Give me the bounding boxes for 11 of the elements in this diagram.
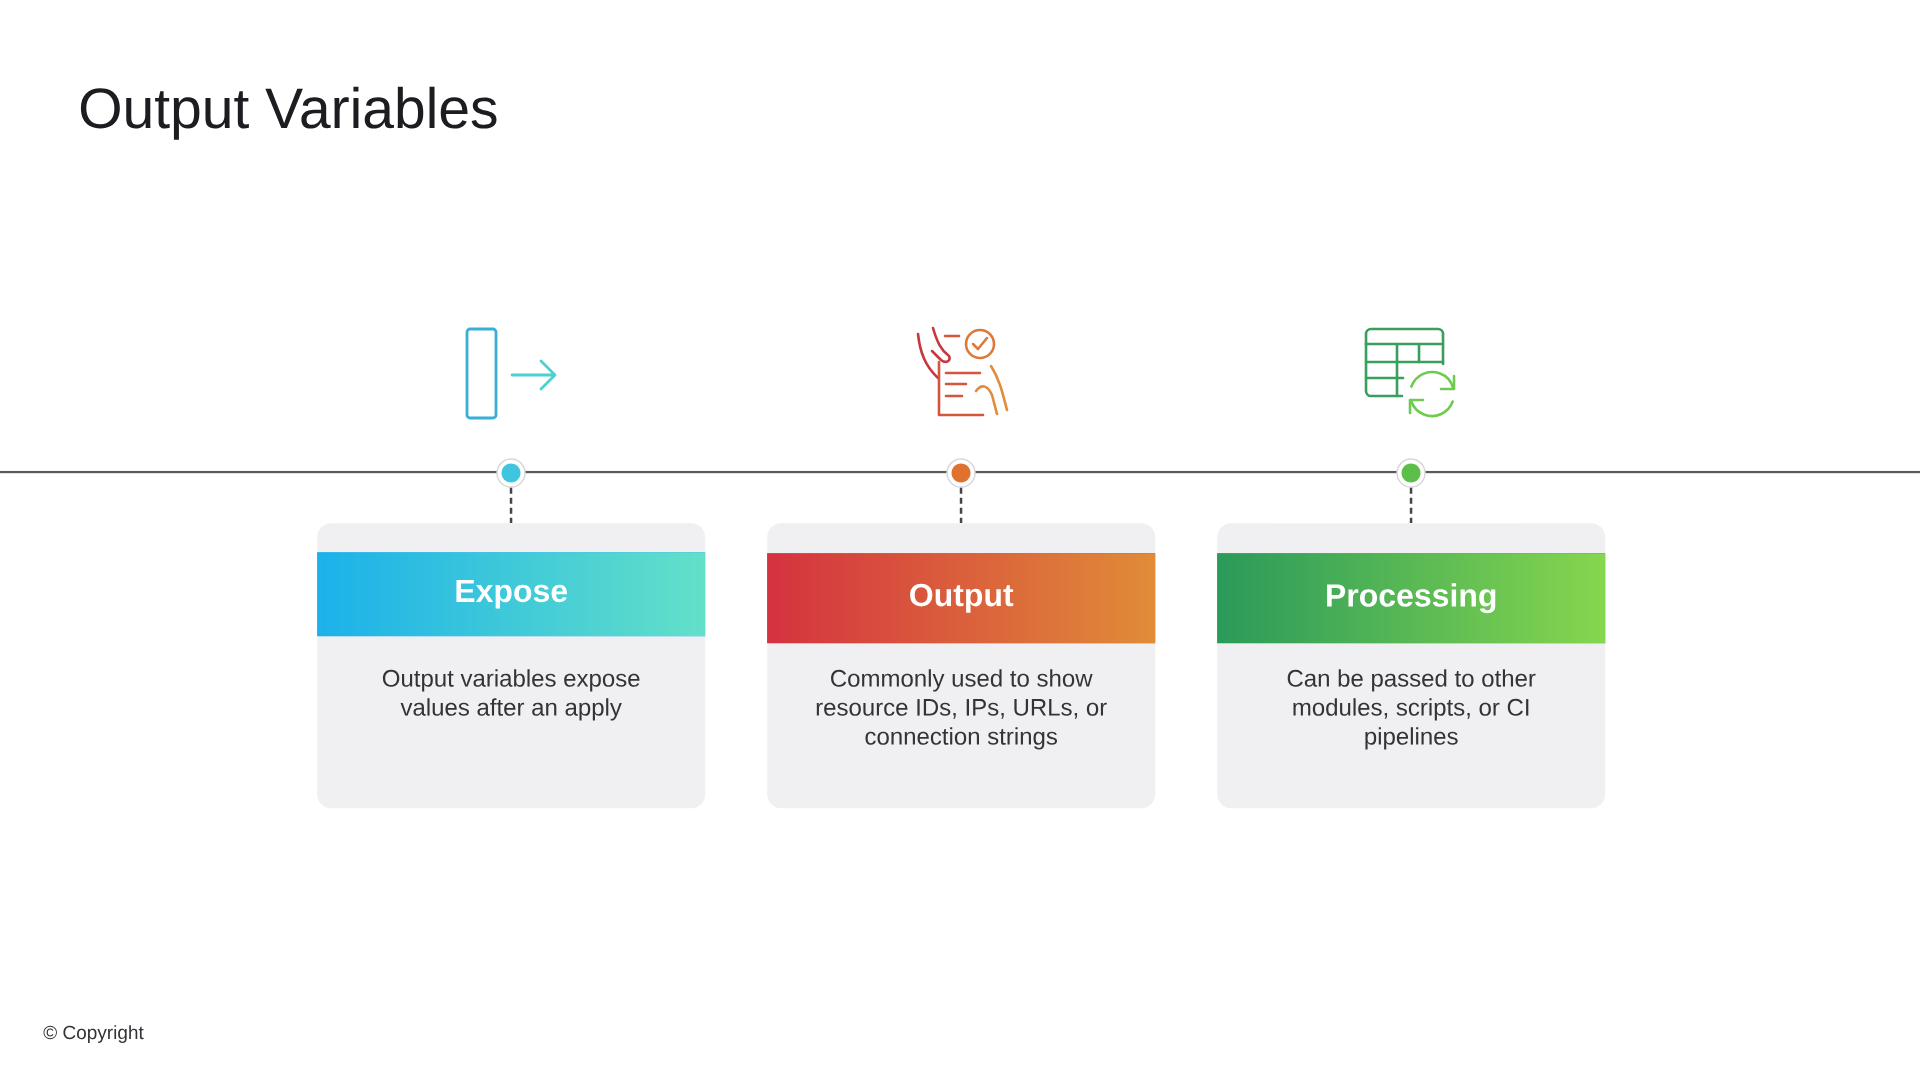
dashed-line xyxy=(1409,487,1413,523)
copyright-text: © Copyright xyxy=(43,1025,144,1043)
timeline-dot xyxy=(946,458,976,488)
header-band: Processing xyxy=(1217,553,1606,644)
dashed-line xyxy=(509,487,513,523)
dashed-line xyxy=(959,487,963,523)
slide-title: Output Variables xyxy=(80,86,497,140)
timeline-dot xyxy=(496,458,526,488)
header-band: Expose xyxy=(317,552,706,637)
header-band: Output xyxy=(767,553,1156,644)
timeline-dot xyxy=(1396,458,1426,488)
